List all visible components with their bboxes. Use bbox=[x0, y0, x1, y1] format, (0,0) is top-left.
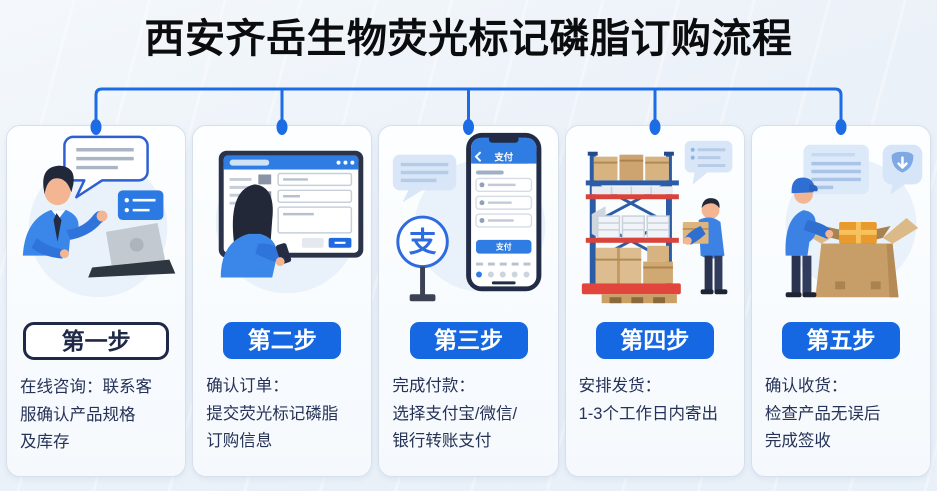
chat-list-icon bbox=[117, 190, 164, 221]
speech-bubble-icon bbox=[63, 135, 149, 199]
chat-bubble-icon bbox=[393, 154, 457, 203]
step-3-description: 完成付款： 选择支付宝/微信/ 银行转账支付 bbox=[392, 377, 518, 451]
step-1-badge: 第一步 bbox=[23, 322, 170, 360]
step-3-badge: 第三步 bbox=[409, 322, 528, 359]
package-receiving-illustration bbox=[785, 144, 923, 298]
note-bubble-icon bbox=[684, 140, 732, 185]
receiving-worker bbox=[785, 177, 833, 298]
step-cards: 第一步 在线咨询：联系客 服确认产品规格 及库存 bbox=[0, 125, 937, 477]
order-form-illustration bbox=[215, 150, 364, 294]
step-card-5: 第五步 确认收货： 检查产品无误后 完成签收 bbox=[750, 125, 932, 477]
step-5-badge: 第五步 bbox=[781, 322, 900, 359]
step-1-description: 在线咨询：联系客 服确认产品规格 及库存 bbox=[20, 378, 152, 452]
mobile-payment-illustration: 支 支付 bbox=[393, 132, 546, 302]
laptop-icon bbox=[88, 222, 176, 278]
step-2-badge: 第二步 bbox=[223, 322, 342, 359]
step-card-2: 第二步 确认订单： 提交荧光标记磷脂 订购信息 bbox=[192, 125, 373, 477]
online-consultation-illustration bbox=[22, 135, 176, 298]
alipay-sign-icon: 支 bbox=[396, 215, 450, 302]
phone-pay-button: 支付 bbox=[495, 242, 512, 252]
alipay-char: 支 bbox=[409, 227, 437, 258]
step-card-4: 第四步 安排发货： 1-3个工作日内寄出 bbox=[564, 125, 745, 477]
step-5-description: 确认收货： 检查产品无误后 完成签收 bbox=[764, 377, 881, 451]
warehouse-shipping-illustration bbox=[581, 140, 732, 304]
consultant-person bbox=[22, 165, 108, 259]
step-card-3: 支 支付 bbox=[378, 125, 559, 477]
warehouse-worker bbox=[682, 198, 727, 295]
warehouse-rack-icon bbox=[581, 151, 681, 304]
step-2-description: 确认订单： 提交荧光标记磷脂 订购信息 bbox=[206, 377, 339, 451]
payment-phone-icon: 支付 支付 bbox=[466, 132, 542, 292]
step-4-description: 安排发货： 1-3个工作日内寄出 bbox=[578, 377, 718, 423]
phone-header-title: 支付 bbox=[494, 152, 514, 163]
step-card-1: 第一步 在线咨询：联系客 服确认产品规格 及库存 bbox=[6, 125, 187, 477]
page-title: 西安齐岳生物荧光标记磷脂订购流程 bbox=[144, 17, 793, 61]
checklist-card-icon bbox=[803, 144, 869, 195]
step-4-badge: 第四步 bbox=[595, 322, 714, 359]
woman-with-phone bbox=[220, 184, 292, 278]
